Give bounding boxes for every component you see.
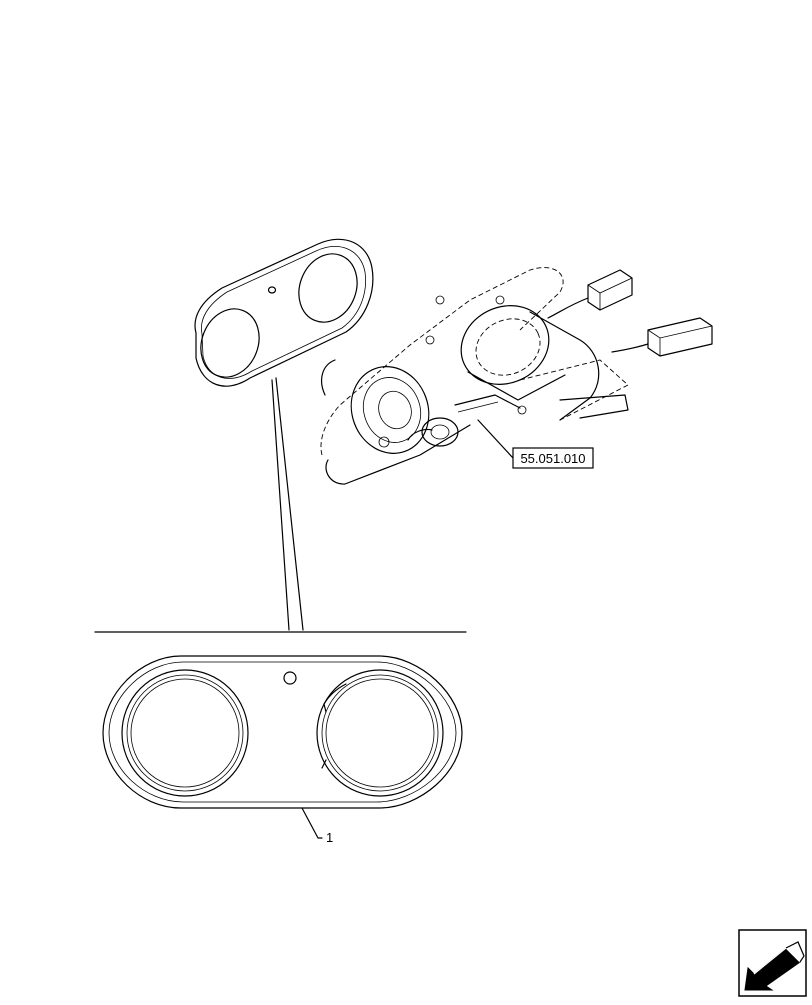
gasket-exploded-view (194, 238, 374, 387)
item-number-label: 1 (326, 830, 333, 845)
part-reference-callout: 55.051.010 (477, 419, 594, 469)
wiper-motor-assembly (320, 267, 713, 485)
part-reference-box[interactable]: 55.051.010 (512, 447, 594, 469)
gasket-detail-view (102, 655, 463, 809)
item-number-callout: 1 (301, 807, 333, 845)
back-arrow-icon[interactable] (738, 929, 807, 997)
part-reference-label: 55.051.010 (520, 451, 585, 466)
detail-leader (94, 377, 467, 633)
